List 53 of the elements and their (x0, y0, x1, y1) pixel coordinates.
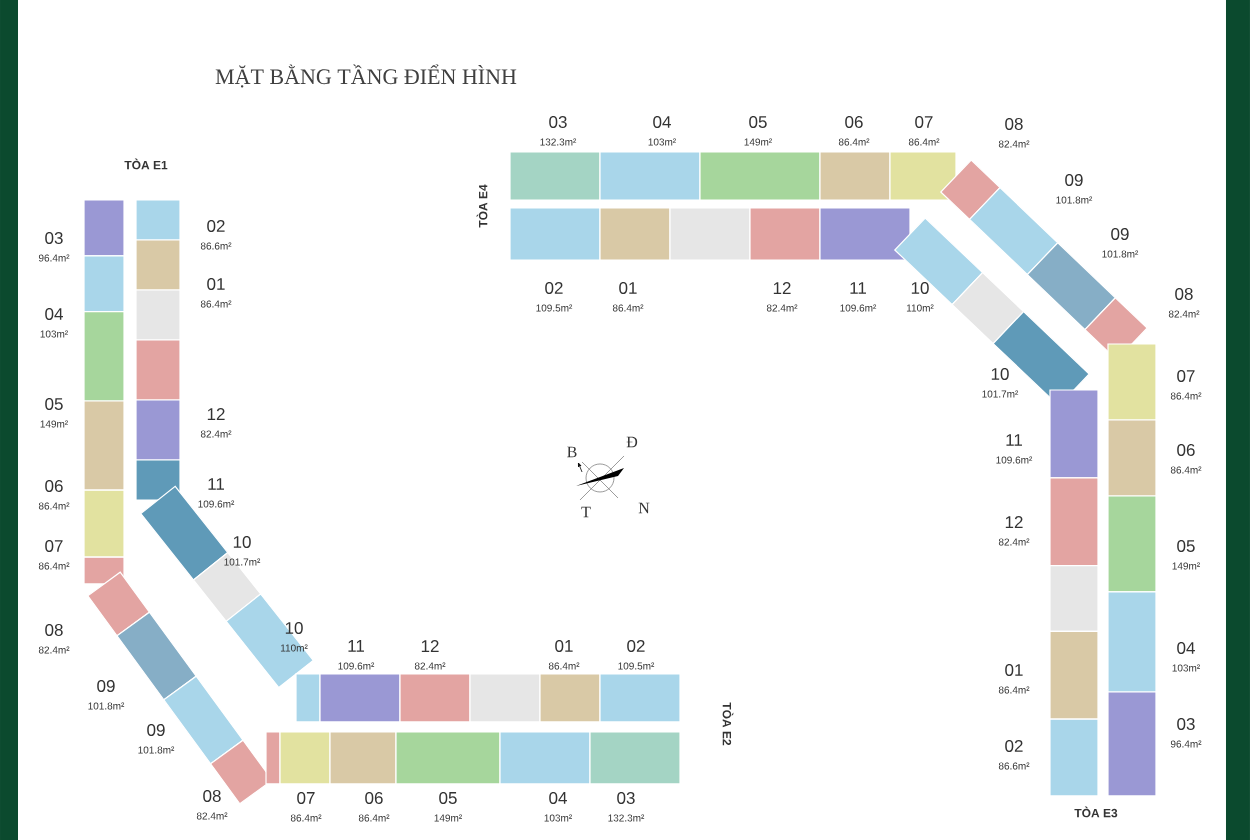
unit-number: 12 (421, 640, 439, 652)
unit-number: 08 (45, 623, 63, 636)
unit-number: 09 (97, 679, 115, 692)
unit-number: 08 (203, 789, 221, 802)
unit-number: 02 (627, 639, 645, 652)
unit-number: 06 (45, 479, 63, 492)
compass-letter: B (567, 446, 577, 458)
unit-number: 11 (850, 282, 866, 294)
unit-number: 06 (845, 116, 863, 128)
unit-number: 05 (439, 791, 457, 804)
unit-number: 02 (1005, 739, 1023, 752)
unit-number: 07 (297, 791, 315, 804)
unit-number: 03 (45, 232, 63, 244)
unit-number: 09 (1111, 228, 1129, 240)
unit-number: 10 (233, 535, 251, 548)
unit-number: 12 (773, 282, 791, 294)
unit-number: 03 (1177, 717, 1195, 730)
unit-number: 11 (348, 640, 364, 652)
unit-number: 09 (147, 723, 165, 736)
unit-number: 11 (1006, 434, 1022, 446)
unit-number: 07 (1177, 369, 1195, 382)
unit-number: 12 (207, 408, 225, 420)
unit-number: 05 (45, 397, 63, 410)
unit-number: 07 (915, 116, 933, 128)
unit-number: 06 (365, 791, 383, 804)
unit-number: 01 (1005, 663, 1023, 676)
unit-number: 04 (45, 308, 63, 320)
unit-number: 10 (911, 282, 929, 294)
unit-number: 06 (1177, 443, 1195, 456)
unit-number: 02 (545, 282, 563, 294)
unit-number: 02 (207, 220, 225, 232)
unit-number: 01 (207, 278, 225, 290)
unit-number: 05 (1177, 539, 1195, 552)
unit-number: 03 (617, 791, 635, 804)
unit-number: 04 (549, 791, 567, 804)
compass-letter: N (638, 502, 650, 514)
unit-number: 01 (555, 639, 573, 652)
unit-number: 05 (749, 116, 767, 128)
title: MẶT BẰNG TẦNG ĐIỂN HÌNH (215, 64, 517, 88)
unit-number: 11 (208, 478, 224, 490)
unit-number: 03 (549, 116, 567, 128)
compass-letter: T (581, 506, 591, 518)
compass-letter: Đ (626, 436, 638, 448)
unit-number: 09 (1065, 174, 1083, 186)
unit-number: 10 (991, 368, 1009, 380)
unit-number: 01 (619, 282, 637, 294)
unit-number: 08 (1005, 118, 1023, 130)
unit-number: 12 (1005, 516, 1023, 528)
unit-number: 04 (653, 116, 671, 128)
unit-number: 07 (45, 539, 63, 552)
unit-number: 10 (285, 621, 303, 634)
unit-number: 04 (1177, 641, 1195, 654)
unit-number: 08 (1175, 288, 1193, 300)
